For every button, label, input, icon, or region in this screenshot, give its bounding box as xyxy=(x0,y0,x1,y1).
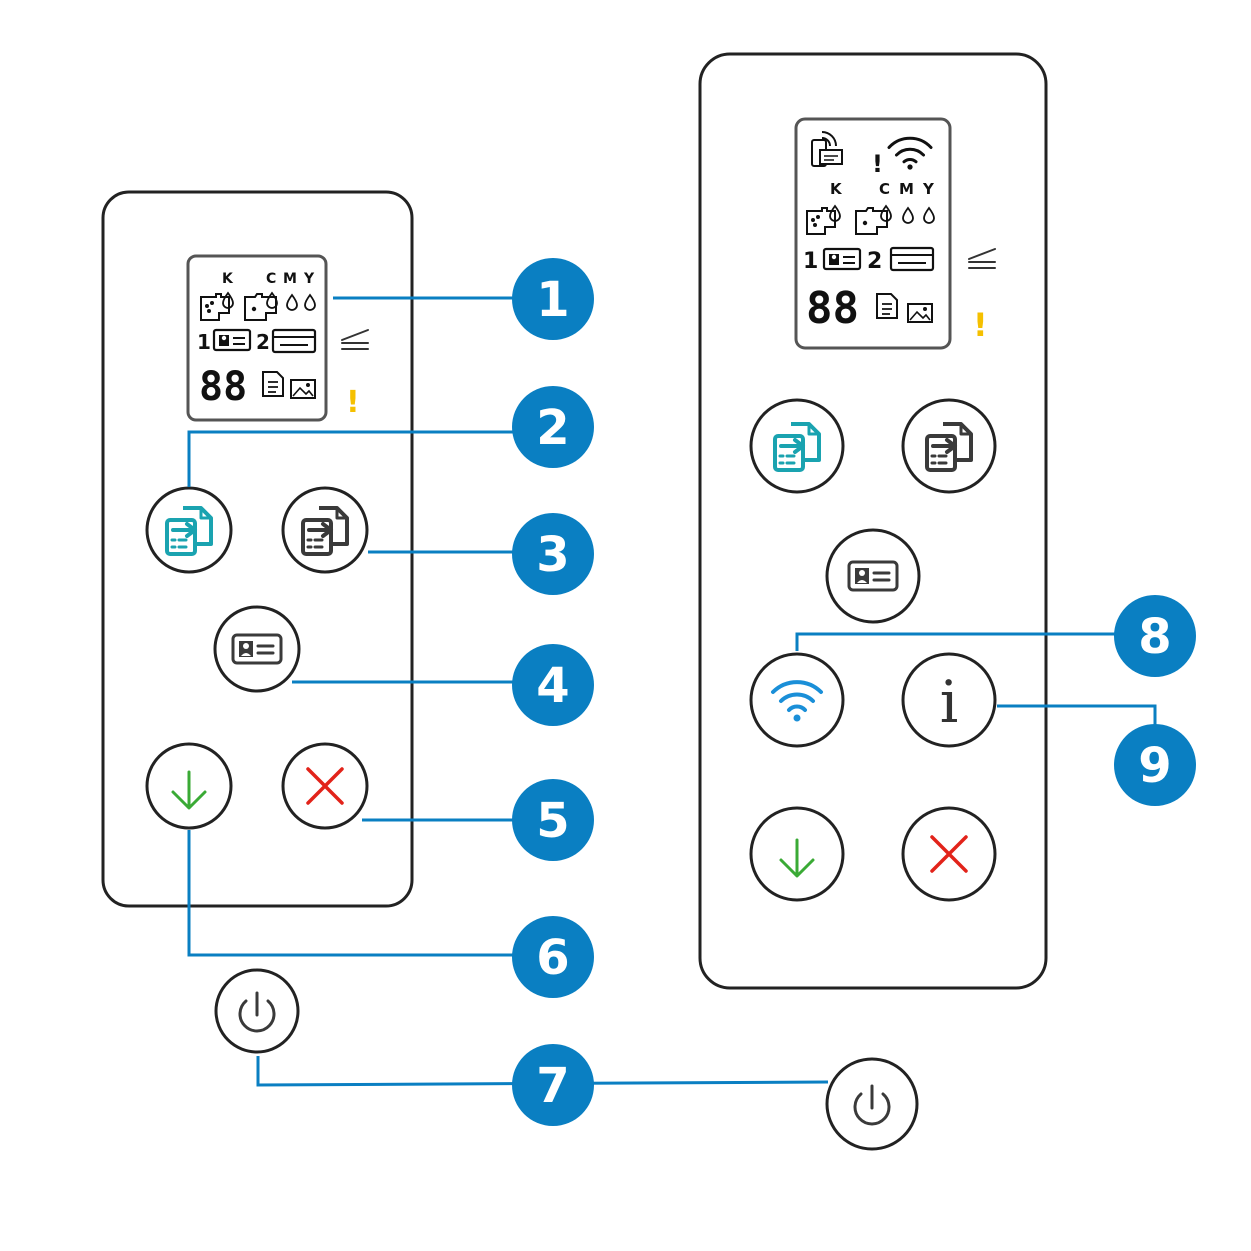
tray-one-label-right: 1 xyxy=(803,249,818,274)
svg-text:2: 2 xyxy=(536,400,569,456)
ink-label-m: M xyxy=(283,271,297,287)
left-lcd-display: K C M Y 1 2 88 xyxy=(186,254,328,422)
color-copy-button[interactable] xyxy=(145,486,233,574)
warning-icon: ! xyxy=(346,385,360,420)
callout-2: 2 xyxy=(512,386,594,468)
mono-copy-button-right[interactable] xyxy=(901,398,997,494)
leader-line-6 xyxy=(187,830,515,957)
power-button-left[interactable] xyxy=(214,968,300,1054)
callout-8: 8 xyxy=(1114,595,1196,677)
copies-counter: 88 xyxy=(199,364,247,410)
callout-4: 4 xyxy=(512,644,594,726)
tray-two-label-right: 2 xyxy=(867,249,882,274)
id-copy-button-right[interactable] xyxy=(825,528,921,624)
callout-6: 6 xyxy=(512,916,594,998)
power-button-right[interactable] xyxy=(825,1057,919,1151)
leader-line-8 xyxy=(795,632,1120,651)
callout-1: 1 xyxy=(512,258,594,340)
svg-text:5: 5 xyxy=(536,793,569,849)
svg-text:3: 3 xyxy=(536,527,569,583)
callout-7: 7 xyxy=(512,1044,594,1126)
wireless-button[interactable] xyxy=(749,652,845,748)
wireless-status-icon xyxy=(887,136,933,170)
info-icon: i xyxy=(940,668,959,736)
left-control-panel xyxy=(101,190,414,908)
resume-button-right[interactable] xyxy=(749,806,845,902)
id-copy-button[interactable] xyxy=(213,605,301,693)
svg-text:9: 9 xyxy=(1138,738,1171,794)
right-control-panel xyxy=(698,52,1048,990)
leader-line-9 xyxy=(997,704,1157,728)
wireless-attention-icon: ! xyxy=(872,150,883,178)
callout-5: 5 xyxy=(512,779,594,861)
svg-text:1: 1 xyxy=(536,272,569,328)
svg-text:6: 6 xyxy=(536,930,569,986)
tray-one-label: 1 xyxy=(197,330,211,354)
cancel-button-right[interactable] xyxy=(901,806,997,902)
warning-icon-right: ! xyxy=(973,306,988,344)
ink-label-k-right: K xyxy=(830,180,843,198)
callout-leader-lines xyxy=(187,296,1157,1087)
svg-text:8: 8 xyxy=(1138,609,1171,665)
ink-label-y: Y xyxy=(303,271,315,287)
callout-9: 9 xyxy=(1114,724,1196,806)
tray-two-label: 2 xyxy=(256,330,270,354)
ink-label-y-right: Y xyxy=(922,180,935,198)
callout-3: 3 xyxy=(512,513,594,595)
leader-line-2 xyxy=(187,430,515,487)
information-button[interactable]: i xyxy=(901,652,997,748)
ink-label-m-right: M xyxy=(899,180,914,198)
leader-line-7 xyxy=(256,1056,829,1087)
color-copy-button-right[interactable] xyxy=(749,398,845,494)
right-lcd-display: ! K C M Y 1 2 88 xyxy=(794,117,952,350)
resume-button[interactable] xyxy=(145,742,233,830)
ink-label-c-right: C xyxy=(879,180,890,198)
svg-text:7: 7 xyxy=(536,1058,569,1114)
ink-label-k: K xyxy=(222,271,234,287)
ink-label-c: C xyxy=(266,271,276,287)
copies-counter-right: 88 xyxy=(806,283,859,334)
svg-text:4: 4 xyxy=(536,658,569,714)
cancel-button[interactable] xyxy=(281,742,369,830)
mono-copy-button[interactable] xyxy=(281,486,369,574)
